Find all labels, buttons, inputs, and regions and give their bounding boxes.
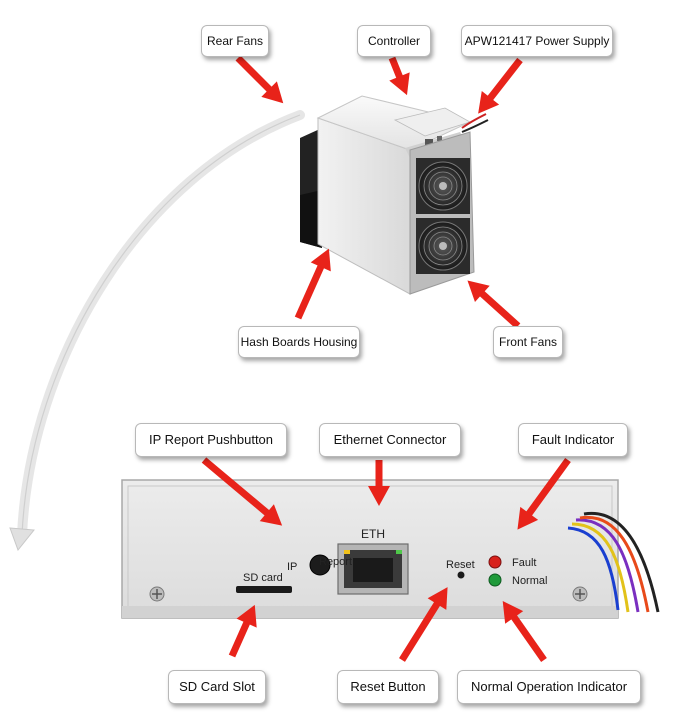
label-hash-boards: Hash Boards Housing [238, 326, 360, 358]
arrow-sd-card [228, 604, 257, 658]
label-controller: Controller [357, 25, 431, 57]
arrow-normal [502, 601, 547, 663]
screw-right-icon [572, 586, 588, 602]
sd-card-slot-image [236, 586, 292, 593]
ip-report-button-image [309, 554, 331, 576]
label-fault-indicator: Fault Indicator [518, 423, 628, 457]
panel-text-normal: Normal [512, 575, 547, 587]
arrow-front-fans [467, 280, 521, 329]
arrow-ip-report [201, 457, 283, 526]
normal-led-image [488, 573, 502, 587]
front-fan-top [416, 158, 470, 214]
reset-hole-image [457, 571, 465, 579]
arrow-hash-boards [294, 248, 331, 320]
ethernet-port-image [337, 543, 409, 595]
label-power-supply: APW121417 Power Supply [461, 25, 613, 57]
label-rear-fans: Rear Fans [201, 25, 269, 57]
pointer-arrows-bottom [201, 457, 571, 663]
panel-text-report: Report [319, 556, 352, 568]
connector-curve-arrow [9, 110, 305, 552]
fault-led-image [488, 555, 502, 569]
arrow-power-supply [478, 57, 523, 114]
pointer-arrows-top [235, 55, 523, 329]
control-panel-image: ETH IP Report SD card Reset Fault Normal [121, 479, 660, 619]
label-ethernet-connector: Ethernet Connector [319, 423, 461, 457]
arrow-rear-fans [235, 55, 284, 104]
cable-bundle-image [567, 511, 660, 613]
panel-text-eth: ETH [361, 527, 385, 541]
front-fan-bottom [416, 218, 470, 274]
arrow-ethernet [368, 460, 390, 506]
screw-left-icon [149, 586, 165, 602]
panel-text-reset: Reset [446, 559, 475, 571]
label-normal-operation-indicator: Normal Operation Indicator [457, 670, 641, 704]
panel-text-ip: IP [287, 561, 297, 573]
miner-unit-image [300, 95, 489, 295]
arrow-fault [517, 457, 571, 530]
panel-text-sd-card: SD card [243, 572, 283, 584]
label-sd-card-slot: SD Card Slot [168, 670, 266, 704]
label-ip-report-pushbutton: IP Report Pushbutton [135, 423, 287, 457]
arrow-controller [388, 56, 410, 96]
arrow-reset [399, 587, 448, 662]
label-reset-button: Reset Button [337, 670, 439, 704]
label-front-fans: Front Fans [493, 326, 563, 358]
panel-text-fault: Fault [512, 557, 536, 569]
